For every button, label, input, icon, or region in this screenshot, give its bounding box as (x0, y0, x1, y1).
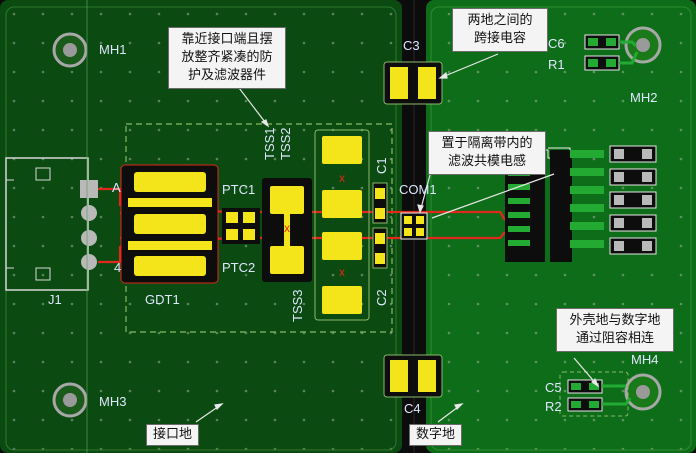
label-interface-ground: 接口地 (146, 424, 200, 446)
label-c3: C3 (403, 38, 420, 53)
label-c6: C6 (548, 36, 565, 51)
label-c2: C2 (374, 289, 389, 306)
callout-bridge-cap-line1: 两地之间的 (467, 13, 533, 28)
callout-protection-line1: 靠近接口端且摆 (181, 32, 273, 47)
label-r2: R2 (545, 399, 562, 414)
label-tss3: TSS3 (290, 289, 305, 322)
callout-shell-ground-line1: 外壳地与数字地 (569, 313, 661, 328)
svg-text:x: x (339, 171, 345, 185)
com1-footprint (400, 212, 428, 240)
label-mh1: MH1 (99, 42, 127, 57)
c1-c2-caps (372, 182, 388, 269)
label-ptc2: PTC2 (222, 260, 256, 275)
tss-footprints: x (262, 178, 312, 282)
label-c5: C5 (545, 380, 562, 395)
label-j1: J1 (48, 292, 62, 307)
connector-j1 (5, 157, 98, 291)
callout-protection-line2: 放整齐紧凑的防 (181, 50, 273, 65)
callout-pointers (195, 53, 600, 423)
label-digital-ground: 数字地 (409, 424, 463, 446)
callout-common-mode-line1: 置于隔离带内的 (441, 136, 533, 151)
callout-protection-devices: 靠近接口端且摆 放整齐紧凑的防 护及滤波器件 (168, 27, 286, 89)
callout-shell-ground-line2: 通过阻容相连 (575, 331, 654, 346)
ptc-footprints (222, 208, 260, 244)
label-c1: C1 (374, 157, 389, 174)
callout-bridge-capacitor: 两地之间的 跨接电容 (452, 8, 548, 52)
label-tss1: TSS1 (262, 127, 277, 160)
svg-text:x: x (339, 265, 345, 279)
gdt1-footprint (120, 164, 219, 284)
callout-protection-line3: 护及滤波器件 (187, 68, 266, 83)
label-pin-a: A (112, 180, 121, 195)
resistor-array (609, 145, 657, 255)
mounting-hole-mh2 (624, 26, 662, 64)
c6-r1-parts (584, 34, 639, 71)
tss-tall-footprints: x x (314, 129, 370, 321)
label-pin-4: 4 (114, 260, 122, 275)
svg-text:x: x (284, 221, 290, 235)
mounting-hole-mh4 (624, 373, 662, 411)
callout-common-mode-line2: 滤波共模电感 (447, 154, 526, 169)
callout-shell-ground: 外壳地与数字地 通过阻容相连 (556, 308, 674, 352)
label-gdt1: GDT1 (145, 292, 180, 307)
label-mh3: MH3 (99, 394, 127, 409)
label-c4: C4 (404, 401, 421, 416)
label-mh2: MH2 (630, 90, 658, 105)
digital-ground-outline (430, 6, 692, 451)
label-ptc1: PTC1 (222, 182, 256, 197)
mounting-hole-mh1 (52, 32, 88, 68)
label-tss2: TSS2 (278, 127, 293, 160)
c3-bridge-cap (383, 61, 443, 105)
mounting-hole-mh3 (52, 382, 88, 418)
label-r1: R1 (548, 57, 565, 72)
callout-bridge-cap-line2: 跨接电容 (473, 31, 526, 46)
label-mh4: MH4 (631, 352, 659, 367)
callout-common-mode-choke: 置于隔离带内的 滤波共模电感 (428, 131, 546, 175)
label-com1: COM1 (399, 182, 437, 197)
c4-bridge-cap (383, 354, 443, 398)
